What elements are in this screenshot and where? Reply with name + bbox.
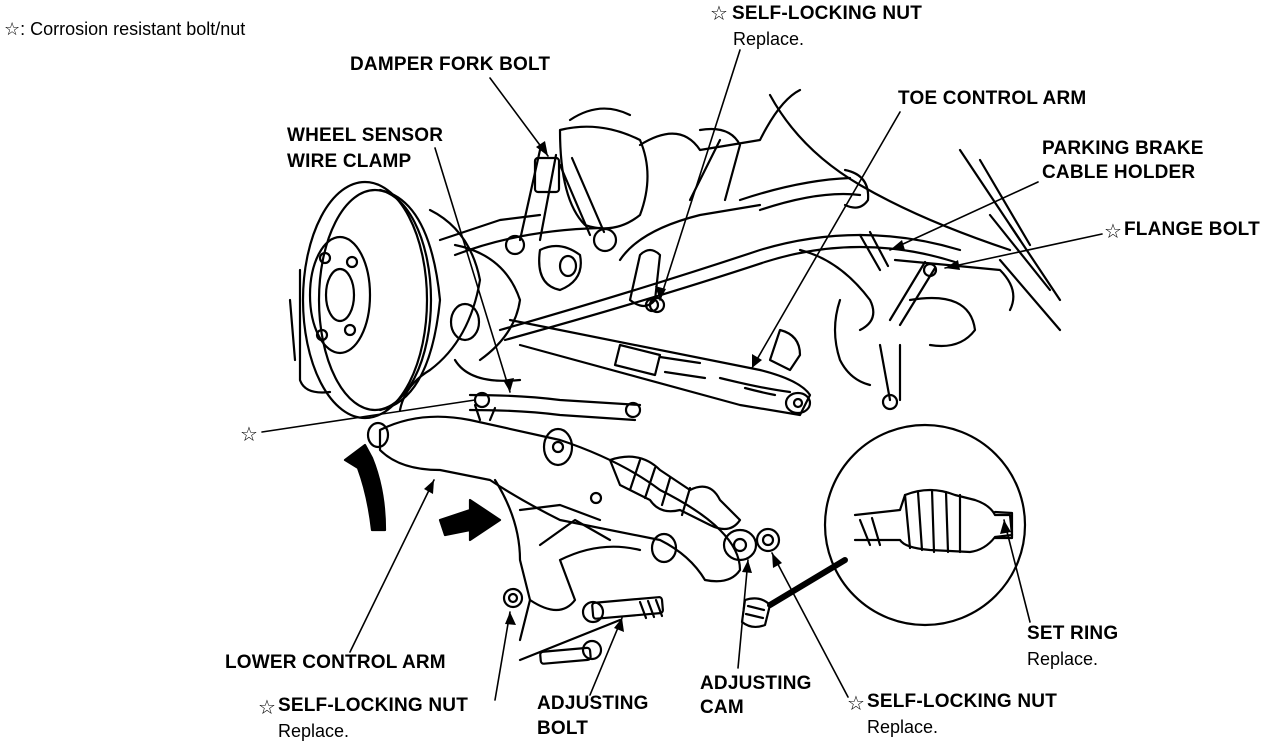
star-icon: ☆ (847, 693, 865, 715)
star-icon: ☆ (710, 3, 728, 25)
upper-link (468, 391, 642, 422)
label-adjusting-cam-2: CAM (700, 697, 744, 718)
lower-control-arm (366, 415, 758, 612)
driveshaft-boot (608, 455, 742, 531)
detail-circle (767, 423, 1027, 627)
star-icon: ☆ (258, 697, 276, 719)
brake-disc (288, 180, 442, 420)
label-lower-control-arm: LOWER CONTROL ARM (225, 652, 446, 673)
label-adjusting-cam: ADJUSTING (700, 673, 812, 694)
label-damper-fork-bolt: DAMPER FORK BOLT (350, 54, 551, 75)
label-adjusting-bolt: ADJUSTING (537, 693, 649, 714)
damper-fork (504, 107, 649, 292)
leader-arrowheads (424, 141, 1011, 632)
subframe (438, 88, 1062, 411)
label-self-locking-nut-top: SELF-LOCKING NUT (732, 3, 923, 24)
label-wheel-sensor: WHEEL SENSOR (287, 125, 444, 146)
label-set-ring: SET RING (1027, 623, 1119, 644)
label-self-locking-nut-left: SELF-LOCKING NUT (278, 695, 469, 716)
legend: ☆: Corrosion resistant bolt/nut (4, 18, 245, 40)
label-self-locking-nut-top-note: Replace. (733, 29, 805, 49)
adjusting-cam (740, 597, 772, 629)
label-wire-clamp: WIRE CLAMP (287, 151, 412, 172)
label-toe-control-arm: TOE CONTROL ARM (898, 88, 1087, 109)
label-adjusting-bolt-2: BOLT (537, 718, 589, 739)
label-flange-bolt: FLANGE BOLT (1124, 219, 1260, 240)
label-self-locking-nut-left-note: Replace. (278, 721, 350, 741)
label-set-ring-note: Replace. (1027, 649, 1099, 669)
toe-control-arm (508, 318, 812, 417)
label-self-locking-nut-right: SELF-LOCKING NUT (867, 691, 1058, 712)
star-icon: ☆ (240, 424, 258, 446)
star-icon: ☆ (1104, 221, 1122, 243)
label-parking-brake: PARKING BRAKE (1042, 138, 1204, 159)
label-cable-holder: CABLE HOLDER (1042, 162, 1196, 183)
legend-text: : Corrosion resistant bolt/nut (20, 19, 246, 39)
movement-arrows (343, 443, 502, 542)
fasteners (502, 296, 781, 609)
label-self-locking-nut-right-note: Replace. (867, 717, 939, 737)
leader-lines (261, 49, 1103, 701)
star-icon: ☆ (4, 19, 21, 39)
adjusting-bolt (518, 596, 664, 665)
